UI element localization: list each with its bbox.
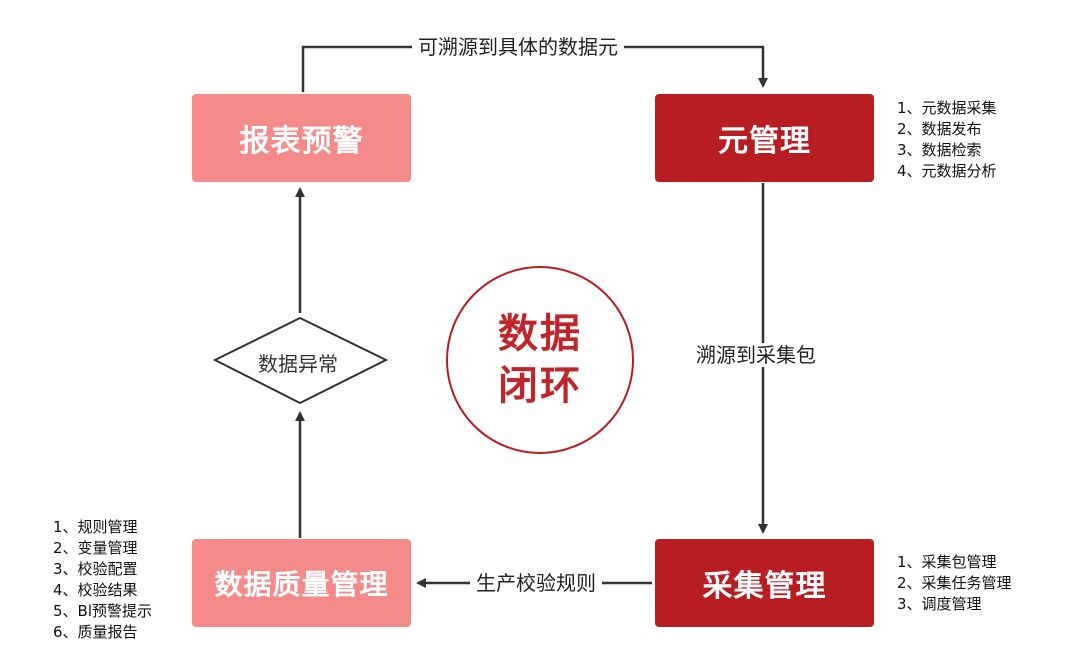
meta-management-box: 元管理 xyxy=(655,94,874,182)
report-warning-box: 报表预警 xyxy=(192,94,411,182)
list-item: 2、变量管理 xyxy=(53,539,138,557)
collection-management-label: 采集管理 xyxy=(702,569,827,604)
list-item: 5、Bl预警提示 xyxy=(53,602,153,620)
edge-bottom-label: 生产校验规则 xyxy=(470,571,602,595)
list-item: 4、元数据分析 xyxy=(897,162,997,180)
list-item: 1、规则管理 xyxy=(53,518,138,536)
list-item: 3、校验配置 xyxy=(53,560,138,578)
data-anomaly-label: 数据异常 xyxy=(258,352,338,376)
quality-notes-list: 1、规则管理 2、变量管理 3、校验配置 4、校验结果 5、Bl预警提示 6、质… xyxy=(53,517,152,643)
list-item: 1、采集包管理 xyxy=(897,553,997,571)
list-item: 4、校验结果 xyxy=(53,581,138,599)
collection-notes-list: 1、采集包管理 2、采集任务管理 3、调度管理 xyxy=(897,552,1012,615)
edge-right-label: 溯源到采集包 xyxy=(690,343,822,367)
list-item: 3、调度管理 xyxy=(897,595,982,613)
list-item: 2、数据发布 xyxy=(897,120,982,138)
center-text-line1: 数据 xyxy=(498,311,582,357)
data-quality-management-label: 数据质量管理 xyxy=(214,568,389,601)
edge-top-label: 可溯源到具体的数据元 xyxy=(412,35,624,59)
data-anomaly-diamond xyxy=(212,316,389,405)
meta-notes-list: 1、元数据采集 2、数据发布 3、数据检索 4、元数据分析 xyxy=(897,98,997,182)
center-text-line2: 闭环 xyxy=(498,363,582,409)
list-item: 2、采集任务管理 xyxy=(897,574,1012,592)
list-item: 6、质量报告 xyxy=(53,623,138,641)
list-item: 3、数据检索 xyxy=(897,141,982,159)
list-item: 1、元数据采集 xyxy=(897,99,997,117)
data-loop-circle: 数据 闭环 xyxy=(446,266,634,454)
report-warning-label: 报表预警 xyxy=(239,124,364,159)
collection-management-box: 采集管理 xyxy=(655,539,874,627)
data-quality-management-box: 数据质量管理 xyxy=(192,539,411,627)
meta-management-label: 元管理 xyxy=(718,124,811,159)
